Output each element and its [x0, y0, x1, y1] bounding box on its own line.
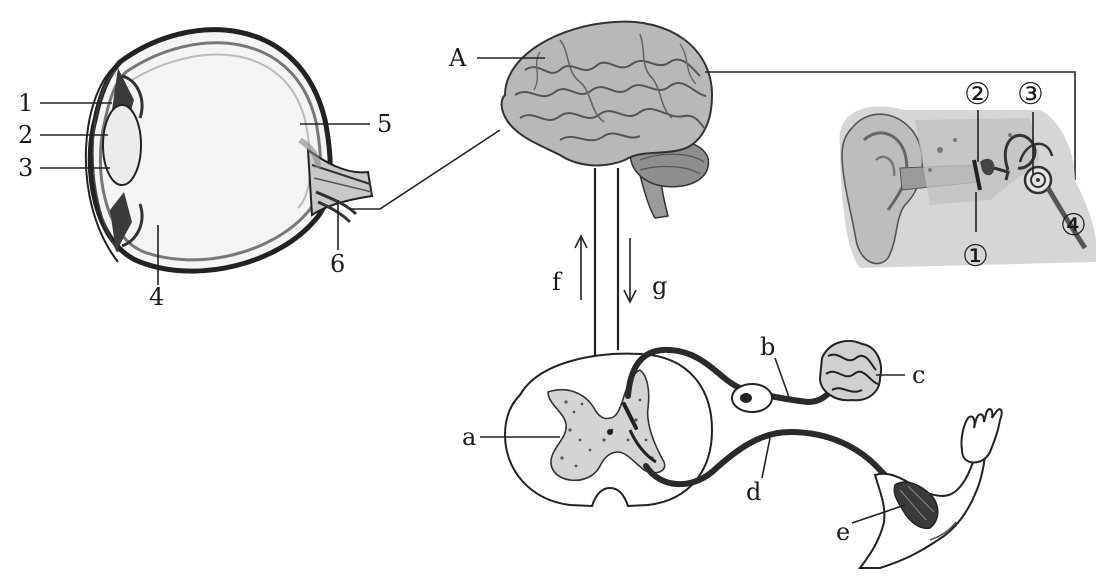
- brain-illustration: [500, 20, 714, 219]
- brain-label-a: A: [448, 44, 467, 72]
- eye-label-4: 4: [149, 283, 164, 311]
- eye-label-2: 2: [18, 121, 33, 149]
- receptor-cluster: [818, 340, 882, 402]
- eye-illustration: [40, 27, 374, 285]
- auditory-pathway-line: [705, 71, 1076, 180]
- spinal-cord-section: [503, 352, 714, 508]
- arrow-down-icon: [623, 238, 637, 304]
- reflex-label-e: e: [836, 518, 850, 546]
- motor-nerve-line: [761, 437, 771, 479]
- eye-label-6: 6: [330, 250, 345, 278]
- reflex-label-c: c: [912, 361, 925, 389]
- ear-label-4: ④: [1060, 208, 1087, 243]
- ear-illustration: [839, 106, 1096, 268]
- pathway-label-g: g: [652, 272, 667, 300]
- arm-illustration: [857, 408, 1003, 569]
- optic-pathway-line: [350, 129, 501, 210]
- reflex-label-a: a: [462, 423, 476, 451]
- ear-label-3: ③: [1017, 77, 1044, 112]
- effector-line: [851, 504, 906, 524]
- reflex-label-d: d: [746, 478, 761, 506]
- eye-label-1: 1: [18, 89, 33, 117]
- sensory-nerve-line: [774, 357, 791, 401]
- eye-label-5: 5: [377, 110, 392, 138]
- pathway-label-f: f: [552, 268, 563, 296]
- reflex-label-b: b: [760, 333, 775, 361]
- ear-label-1: ①: [962, 239, 989, 274]
- eye-label-3: 3: [18, 154, 33, 182]
- ear-label-2: ②: [964, 77, 991, 112]
- arrow-up-icon: [574, 234, 588, 300]
